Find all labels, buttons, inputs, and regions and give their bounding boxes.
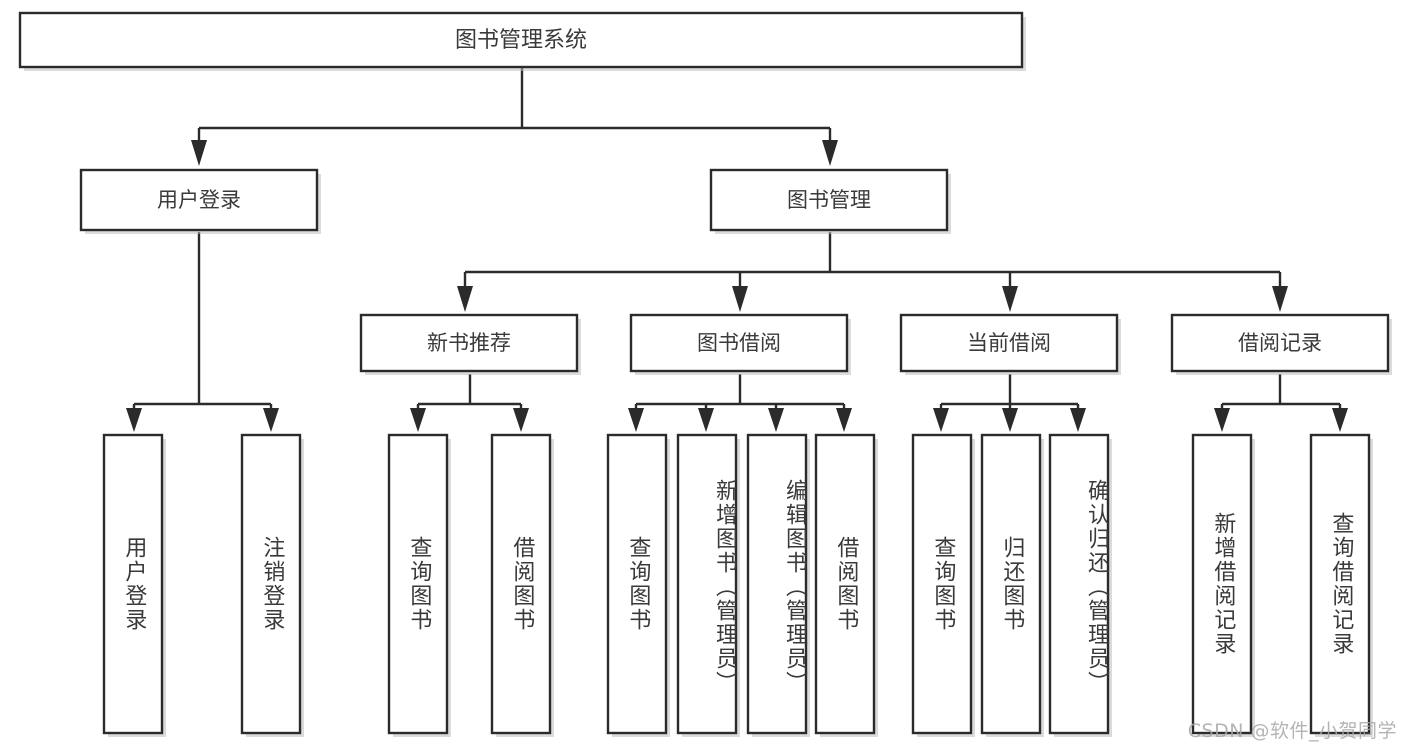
node-user-login-label: 用户登录 [157,188,241,212]
node-book-management-label: 图书管理 [787,188,871,212]
arrow-root-to-book-mgmt [822,140,838,166]
leaf-node-borrow-record-1[interactable] [1191,433,1255,737]
leaf-node-user-login-2[interactable] [240,433,304,737]
arrow-root-to-user-login [191,140,207,166]
arrow-current-borrow-leaf-1 [933,408,949,432]
connector-group-user-login [126,232,279,432]
arrow-user-login-leaf-2 [263,408,279,432]
leaf-borrow-record-1-box[interactable] [1191,433,1253,735]
connector-group-root [191,68,838,166]
leaf-node-book-borrow-4[interactable] [814,433,878,737]
leaf-node-current-borrow-1[interactable] [911,433,975,737]
connector-group-current-borrow [933,374,1086,432]
leaf-current-borrow-2-box[interactable] [980,433,1042,735]
arrow-new-book-leaf-1 [410,408,426,432]
node-new-book-recommend[interactable]: 新书推荐 [359,313,581,375]
leaf-node-new-book-1[interactable] [387,433,451,737]
leaf-node-current-borrow-3[interactable] [1048,433,1112,737]
leaf-current-borrow-3-box[interactable] [1048,433,1110,735]
arrow-current-borrow-leaf-2 [1002,408,1018,432]
node-borrow-record[interactable]: 借阅记录 [1170,313,1392,375]
leaf-book-borrow-4-box[interactable] [814,433,876,735]
arrow-book-borrow-leaf-4 [836,408,852,432]
arrow-current-borrow-leaf-3 [1070,408,1086,432]
connector-group-book-borrow [628,374,852,432]
leaf-book-borrow-3-box[interactable] [746,433,808,735]
node-user-login[interactable]: 用户登录 [79,168,321,234]
leaf-node-user-login-1[interactable] [102,433,166,737]
leaf-node-book-borrow-3[interactable] [746,433,810,737]
arrow-book-borrow-leaf-3 [768,408,784,432]
node-root-label: 图书管理系统 [455,28,587,53]
arrow-new-book-leaf-2 [513,408,529,432]
node-book-borrow-box[interactable] [629,313,849,373]
arrow-book-borrow-leaf-2 [698,408,714,432]
csdn-watermark: CSDN @软件_小贺同学 [1187,720,1397,742]
leaf-user-login-2-box[interactable] [240,433,302,735]
node-book-borrow-label: 图书借阅 [697,331,781,355]
arrow-book-mgmt-child-4 [1272,286,1288,312]
node-book-borrow[interactable]: 图书借阅 [629,313,851,375]
node-new-book-recommend-label: 新书推荐 [427,331,511,355]
arrow-book-mgmt-child-3 [1002,286,1018,312]
node-root[interactable]: 图书管理系统 [18,11,1026,71]
arrow-borrow-record-leaf-2 [1332,408,1348,432]
leaf-node-new-book-2[interactable] [490,433,554,737]
connector-group-book-mgmt [457,232,1288,312]
node-borrow-record-box[interactable] [1170,313,1390,373]
node-new-book-recommend-box[interactable] [359,313,579,373]
node-user-login-box[interactable] [79,168,319,232]
node-current-borrow[interactable]: 当前借阅 [899,313,1121,375]
connector-group-borrow-record [1214,374,1348,432]
node-book-management-box[interactable] [709,168,949,232]
arrow-borrow-record-leaf-1 [1214,408,1230,432]
leaf-user-login-1-box[interactable] [102,433,164,735]
node-borrow-record-label: 借阅记录 [1238,331,1322,355]
leaf-node-book-borrow-2[interactable] [676,433,740,737]
arrow-book-mgmt-child-2 [732,286,748,312]
arrow-book-mgmt-child-1 [457,286,473,312]
arrow-book-borrow-leaf-1 [628,408,644,432]
arrow-user-login-leaf-1 [126,408,142,432]
leaf-node-book-borrow-1[interactable] [606,433,670,737]
node-book-management[interactable]: 图书管理 [709,168,951,234]
leaf-new-book-1-box[interactable] [387,433,449,735]
leaf-node-borrow-record-2[interactable] [1309,433,1373,737]
node-current-borrow-label: 当前借阅 [967,331,1051,355]
connector-group-new-book [410,374,529,432]
leaf-book-borrow-1-box[interactable] [606,433,668,735]
leaf-new-book-2-box[interactable] [490,433,552,735]
leaf-node-current-borrow-2[interactable] [980,433,1044,737]
node-root-box[interactable] [18,11,1024,69]
leaf-book-borrow-2-box[interactable] [676,433,738,735]
leaf-current-borrow-1-box[interactable] [911,433,973,735]
node-current-borrow-box[interactable] [899,313,1119,373]
leaf-borrow-record-2-box[interactable] [1309,433,1371,735]
